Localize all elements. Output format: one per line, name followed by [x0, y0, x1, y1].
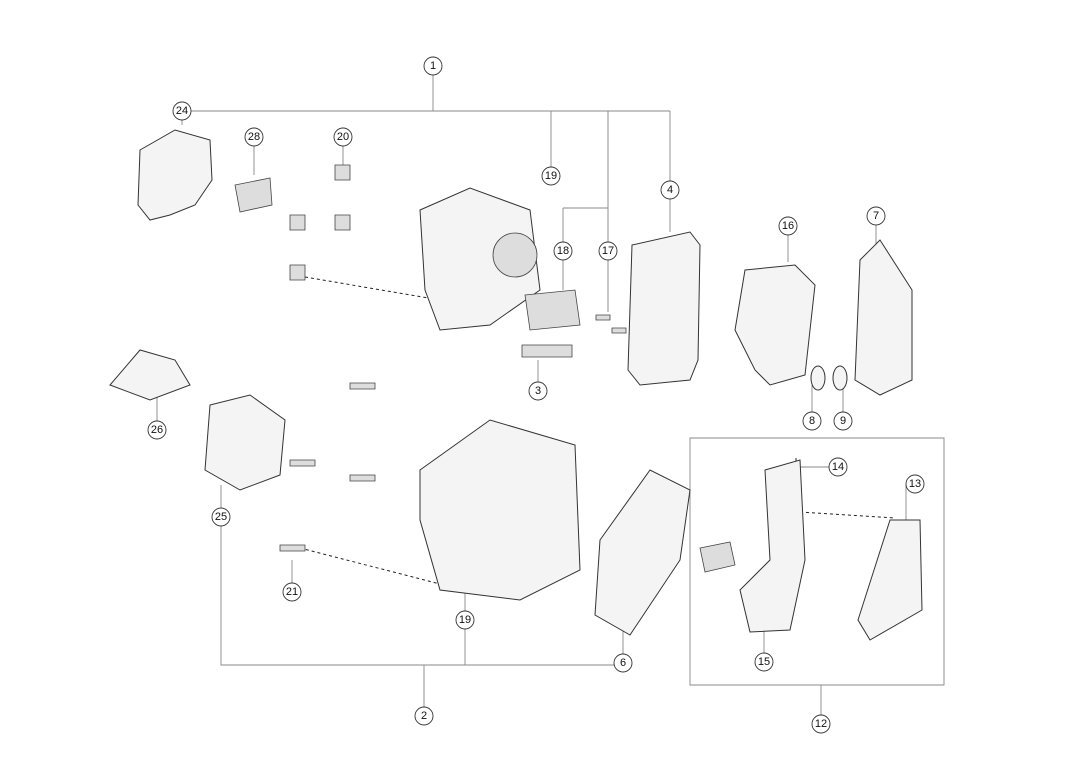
callout-circle [833, 411, 853, 431]
callout-circle [172, 101, 192, 121]
callout-number: 12 [815, 718, 827, 730]
callout-circle [811, 714, 831, 734]
part-24-bracket [137, 129, 213, 221]
callout-21: 21 [282, 582, 302, 602]
part-16-lid [734, 264, 816, 386]
callout-circle [528, 381, 548, 401]
callout-number: 16 [782, 220, 794, 232]
callout-number: 3 [535, 385, 541, 397]
part-7-cover [854, 239, 913, 396]
callout-2: 2 [414, 706, 434, 726]
callout-circle [866, 206, 886, 226]
part-6-gasket [594, 469, 691, 636]
callout-number: 7 [873, 210, 879, 222]
callout-circle [282, 582, 302, 602]
callout-number: 6 [620, 657, 626, 669]
callout-number: 24 [176, 105, 188, 117]
callout-circle [598, 241, 618, 261]
callout-circle [147, 420, 167, 440]
dashed-assembly-lines [299, 276, 896, 585]
callout-circle [333, 127, 353, 147]
part-13-cover [857, 519, 923, 641]
callout-circle [613, 653, 633, 673]
callout-circle [541, 166, 561, 186]
callout-14: 14 [828, 457, 848, 477]
callout-number: 4 [667, 184, 673, 196]
callout-number: 25 [215, 511, 227, 523]
callout-20: 20 [333, 127, 353, 147]
callout-number: 19 [545, 170, 557, 182]
callout-18: 18 [553, 241, 573, 261]
callout-19: 19 [455, 610, 475, 630]
part-28-connector [234, 177, 273, 213]
callout-number: 1 [430, 60, 436, 72]
callout-number: 28 [248, 131, 260, 143]
callout-circle [660, 180, 680, 200]
callout-labels: 1 24 28 20 19 4 7 16 18 17 3 26 8 9 14 13 25 21 19 6 15 2 12 [147, 56, 925, 734]
callout-4: 4 [660, 180, 680, 200]
callout-number: 21 [286, 586, 298, 598]
part-3-washers [521, 344, 573, 358]
part-21-bolts [279, 382, 376, 552]
part-25-bracket [204, 394, 286, 491]
callout-circle [828, 457, 848, 477]
callout-17: 17 [598, 241, 618, 261]
callout-6: 6 [613, 653, 633, 673]
part-18-actuator [524, 289, 581, 331]
callout-15: 15 [754, 652, 774, 672]
callout-16: 16 [778, 216, 798, 236]
callout-7: 7 [866, 206, 886, 226]
callout-number: 26 [151, 424, 163, 436]
callout-19: 19 [541, 166, 561, 186]
callout-circle [754, 652, 774, 672]
part-15-connector [699, 541, 736, 573]
part-15-module [739, 459, 806, 633]
callout-circle [414, 706, 434, 726]
callout-3: 3 [528, 381, 548, 401]
callout-12: 12 [811, 714, 831, 734]
callout-circle [802, 411, 822, 431]
part-20-screws [289, 164, 351, 281]
callout-number: 18 [557, 245, 569, 257]
part-19-socket [492, 232, 538, 278]
part-4-gasket [627, 231, 701, 386]
callout-number: 20 [337, 131, 349, 143]
callout-circle [455, 610, 475, 630]
callout-25: 25 [211, 507, 231, 527]
part-26-clip [109, 349, 191, 401]
part-17-screws [595, 314, 627, 334]
callout-8: 8 [802, 411, 822, 431]
callout-number: 9 [840, 415, 846, 427]
callout-number: 13 [909, 478, 921, 490]
callout-28: 28 [244, 127, 264, 147]
callout-circle [905, 474, 925, 494]
callout-1: 1 [423, 56, 443, 76]
callout-circle [778, 216, 798, 236]
callout-circle [423, 56, 443, 76]
callout-number: 2 [421, 710, 427, 722]
part-19-lower-housing [419, 419, 581, 601]
part-8-ring [810, 365, 826, 391]
callout-13: 13 [905, 474, 925, 494]
callout-number: 17 [602, 245, 614, 257]
parts [109, 129, 923, 641]
callout-number: 15 [758, 656, 770, 668]
callout-26: 26 [147, 420, 167, 440]
leader-lines [156, 75, 945, 715]
callout-number: 19 [459, 614, 471, 626]
callout-24: 24 [172, 101, 192, 121]
part-9-ring [832, 365, 848, 391]
callout-number: 8 [809, 415, 815, 427]
callout-circle [244, 127, 264, 147]
callout-circle [553, 241, 573, 261]
callout-circle [211, 507, 231, 527]
part-19-upper-housing [419, 187, 541, 331]
callout-number: 14 [832, 461, 844, 473]
callout-9: 9 [833, 411, 853, 431]
